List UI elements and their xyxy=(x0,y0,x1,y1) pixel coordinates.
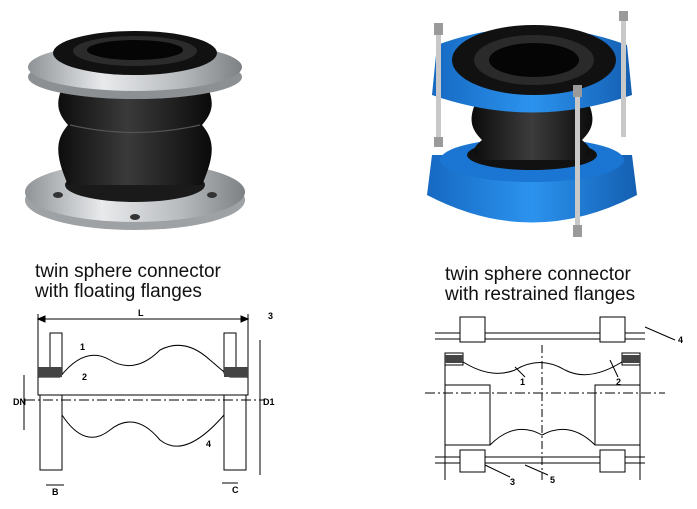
left-caption-line2: with floating flanges xyxy=(35,281,202,302)
part-label-1: 1 xyxy=(80,342,85,352)
dim-label-c: C xyxy=(232,485,239,495)
part-label-5: 5 xyxy=(550,475,555,485)
dim-label-b: B xyxy=(52,487,59,497)
part-label-4: 4 xyxy=(206,439,211,449)
part-label-1: 1 xyxy=(520,377,525,387)
restrained-flange-connector-photo xyxy=(427,11,637,237)
dim-label-dn: DN xyxy=(13,397,26,407)
part-label-3: 3 xyxy=(510,477,515,487)
dim-label-d1: D1 xyxy=(263,397,275,407)
restrained-flange-drawing: 1 2 3 4 5 xyxy=(425,316,683,487)
floating-flange-drawing: L DN D1 B C 1 2 3 4 xyxy=(13,308,275,497)
part-label-3: 3 xyxy=(268,311,273,321)
right-caption-line2: with restrained flanges xyxy=(445,284,636,305)
part-label-2: 2 xyxy=(616,377,621,387)
part-label-4: 4 xyxy=(678,335,683,345)
dim-label-l: L xyxy=(138,308,144,318)
floating-flange-connector-photo xyxy=(25,31,245,230)
right-caption-line1: twin sphere connector xyxy=(445,264,631,285)
left-caption-line1: twin sphere connector xyxy=(35,261,221,282)
part-label-2: 2 xyxy=(82,372,87,382)
